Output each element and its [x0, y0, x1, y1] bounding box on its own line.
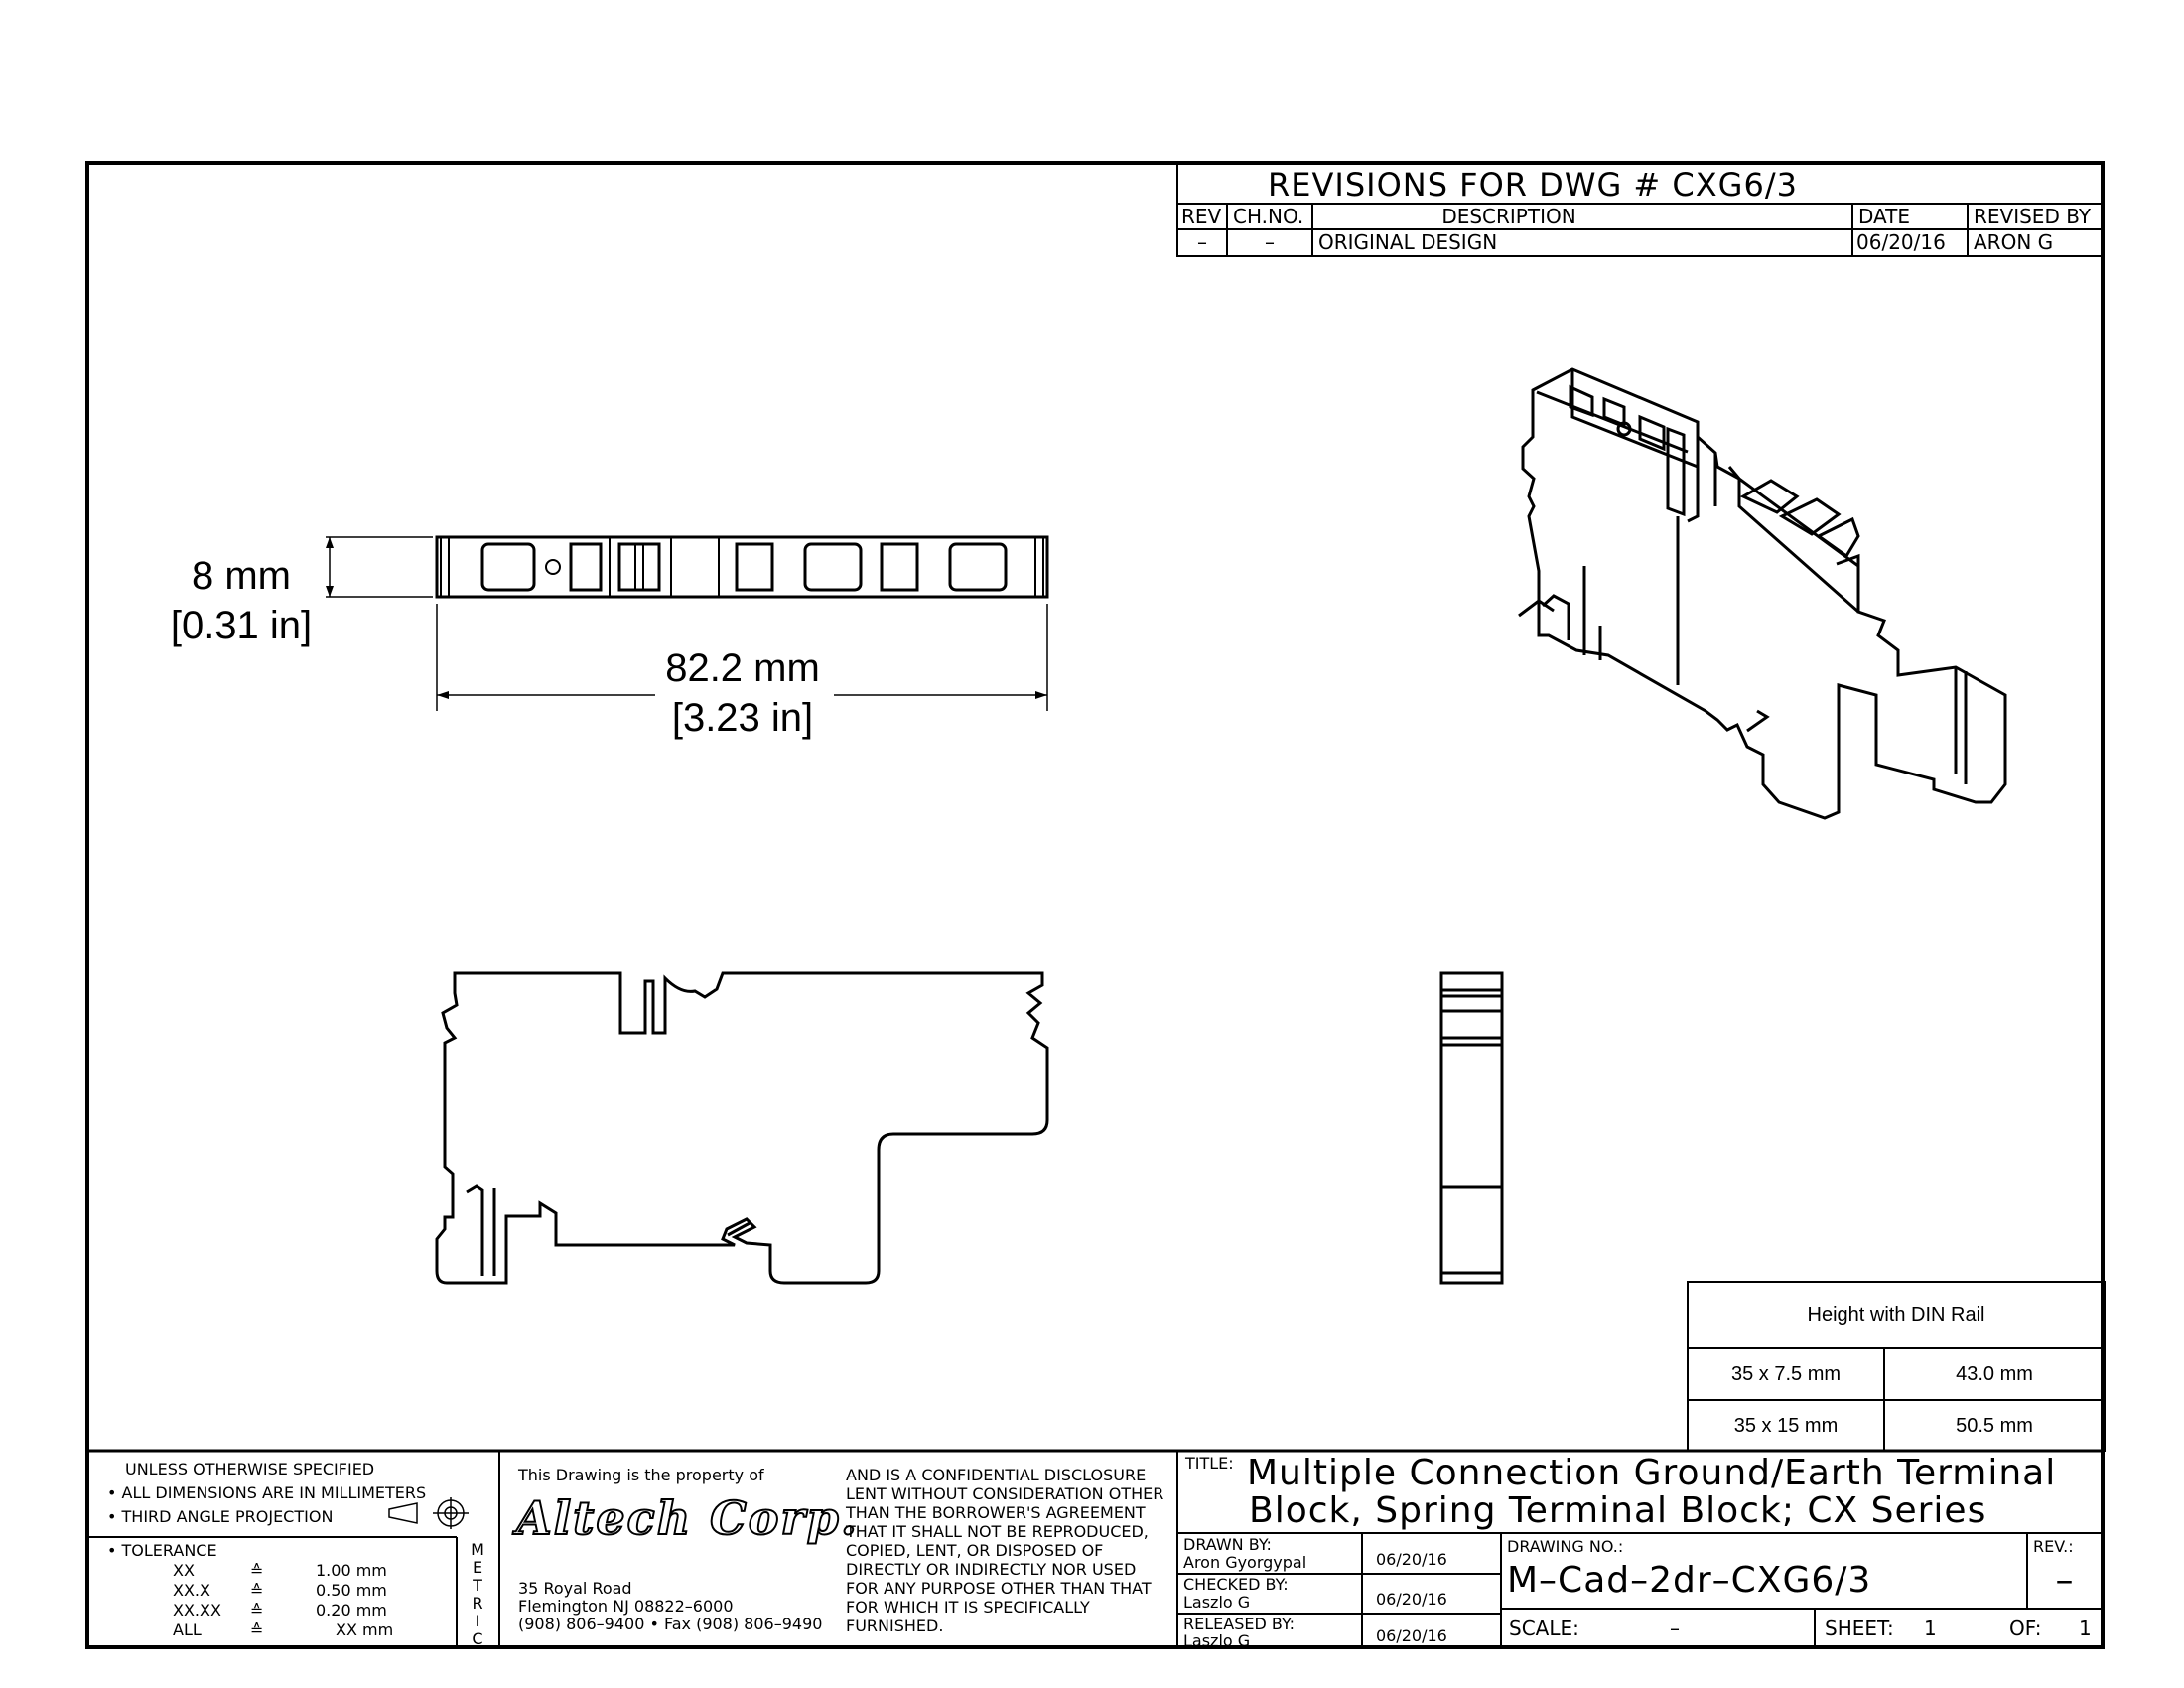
- tolerance-xxx-label: XX.X: [173, 1581, 210, 1600]
- revisions-col-rev: REV: [1181, 205, 1222, 228]
- checked-date: 06/20/16: [1376, 1590, 1447, 1609]
- title-line-1: Multiple Connection Ground/Earth Termina…: [1247, 1453, 2057, 1493]
- revisions-col-description: DESCRIPTION: [1441, 205, 1576, 228]
- disclosure-line-7: FOR ANY PURPOSE OTHER THAN THAT: [846, 1579, 1152, 1598]
- revisions-col-chno: CH.NO.: [1233, 205, 1304, 228]
- end-view-drawing: [1439, 971, 1504, 1285]
- spec-line-3: • THIRD ANGLE PROJECTION: [107, 1507, 334, 1526]
- tolerance-xxxx-value: 0.20 mm: [316, 1601, 387, 1619]
- revisions-row-description: ORIGINAL DESIGN: [1318, 230, 1498, 254]
- tolerance-label: • TOLERANCE: [107, 1541, 217, 1560]
- length-dimension-mm: 82.2 mm: [665, 646, 820, 690]
- drawn-date: 06/20/16: [1376, 1550, 1447, 1569]
- tolerance-all-label: ALL: [173, 1620, 202, 1639]
- revisions-col-date: DATE: [1858, 205, 1911, 228]
- revisions-row-revised-by: ARON G: [1974, 230, 2054, 254]
- spec-line-1: UNLESS OTHERWISE SPECIFIED: [125, 1460, 375, 1478]
- top-view-drawing: [435, 535, 1049, 599]
- drawn-by-name: Aron Gyorgypal: [1183, 1553, 1307, 1572]
- disclosure-line-1: AND IS A CONFIDENTIAL DISCLOSURE: [846, 1466, 1147, 1484]
- tolerance-all-value: XX mm: [336, 1620, 394, 1639]
- tolerance-xx-sym: ≙: [250, 1561, 264, 1580]
- disclosure-line-9: FURNISHED.: [846, 1617, 944, 1635]
- company-address-1: 35 Royal Road: [518, 1579, 632, 1598]
- checked-by-label: CHECKED BY:: [1183, 1575, 1289, 1594]
- tolerance-xxxx-label: XX.XX: [173, 1601, 221, 1619]
- of-value: 1: [2079, 1617, 2092, 1640]
- disclosure-line-8: FOR WHICH IT IS SPECIFICALLY: [846, 1598, 1090, 1617]
- checked-by-name: Laszlo G: [1183, 1593, 1251, 1612]
- disclosure-line-5: COPIED, LENT, OR DISPOSED OF: [846, 1541, 1104, 1560]
- tolerance-xx-value: 1.00 mm: [316, 1561, 387, 1580]
- isometric-view-drawing: [1518, 367, 2007, 820]
- metric-letter-c: C: [472, 1629, 483, 1648]
- property-line: This Drawing is the property of: [518, 1466, 764, 1484]
- released-by-label: RELEASED BY:: [1183, 1615, 1296, 1633]
- company-address-2: Flemington NJ 08822–6000: [518, 1597, 734, 1616]
- din-table-rail-1: 35 x 7.5 mm: [1730, 1363, 1842, 1385]
- drawn-by-label: DRAWN BY:: [1183, 1535, 1272, 1554]
- title-label: TITLE:: [1185, 1454, 1234, 1473]
- scale-label: SCALE:: [1509, 1617, 1579, 1640]
- side-view-drawing: [435, 971, 1049, 1285]
- metric-letter-e: E: [472, 1558, 483, 1577]
- din-table-header: Height with DIN Rail: [1807, 1304, 1985, 1326]
- metric-letter-i: I: [475, 1612, 480, 1630]
- height-dimension-in: [0.31 in]: [170, 604, 313, 647]
- company-phone: (908) 806–9400 • Fax (908) 806–9490: [518, 1615, 823, 1633]
- metric-letter-m: M: [471, 1540, 484, 1559]
- din-table-height-1: 43.0 mm: [1956, 1363, 2033, 1385]
- spec-line-2: • ALL DIMENSIONS ARE IN MILLIMETERS: [107, 1483, 427, 1502]
- company-logo: Altech Corp.: [515, 1491, 859, 1545]
- disclosure-line-6: DIRECTLY OR INDIRECTLY NOR USED: [846, 1560, 1137, 1579]
- height-dimension-mm: 8 mm: [192, 554, 291, 598]
- title-block-grid: [85, 1449, 2105, 1649]
- tolerance-all-sym: ≙: [250, 1620, 264, 1639]
- rev-value: –: [2055, 1560, 2075, 1601]
- tolerance-xxx-value: 0.50 mm: [316, 1581, 387, 1600]
- revisions-table-grid: [1176, 163, 2104, 257]
- revisions-row-chno: –: [1265, 230, 1275, 254]
- tolerance-xxxx-sym: ≙: [250, 1601, 264, 1619]
- sheet-label: SHEET:: [1825, 1617, 1894, 1640]
- disclosure-line-2: LENT WITHOUT CONSIDERATION OTHER: [846, 1484, 1164, 1503]
- scale-value: –: [1670, 1617, 1680, 1640]
- drawing-no-label: DRAWING NO.:: [1507, 1537, 1624, 1556]
- metric-letter-r: R: [472, 1594, 483, 1613]
- drawing-no: M–Cad–2dr–CXG6/3: [1507, 1560, 1872, 1601]
- tolerance-xx-label: XX: [173, 1561, 195, 1580]
- drawing-frame: [85, 161, 2105, 1649]
- length-dimension-in: [3.23 in]: [671, 696, 814, 740]
- disclosure-line-3: THAN THE BORROWER'S AGREEMENT: [846, 1503, 1146, 1522]
- sheet-value: 1: [1924, 1617, 1937, 1640]
- metric-letter-t: T: [473, 1576, 482, 1595]
- disclosure-line-4: THAT IT SHALL NOT BE REPRODUCED,: [846, 1522, 1149, 1541]
- released-date: 06/20/16: [1376, 1626, 1447, 1645]
- din-table-height-2: 50.5 mm: [1956, 1415, 2033, 1437]
- revisions-title: REVISIONS FOR DWG # CXG6/3: [1268, 166, 1798, 204]
- revisions-col-revised-by: REVISED BY: [1974, 205, 2092, 228]
- of-label: OF:: [2009, 1617, 2042, 1640]
- title-line-2: Block, Spring Terminal Block; CX Series: [1249, 1490, 1987, 1531]
- revisions-row-date: 06/20/16: [1856, 230, 1946, 254]
- tolerance-xxx-sym: ≙: [250, 1581, 264, 1600]
- rev-label: REV.:: [2033, 1537, 2074, 1556]
- third-angle-projection-symbol: [388, 1497, 469, 1529]
- din-table-rail-2: 35 x 15 mm: [1733, 1415, 1839, 1437]
- released-by-name: Laszlo G: [1183, 1631, 1251, 1650]
- revisions-row-rev: –: [1197, 230, 1207, 254]
